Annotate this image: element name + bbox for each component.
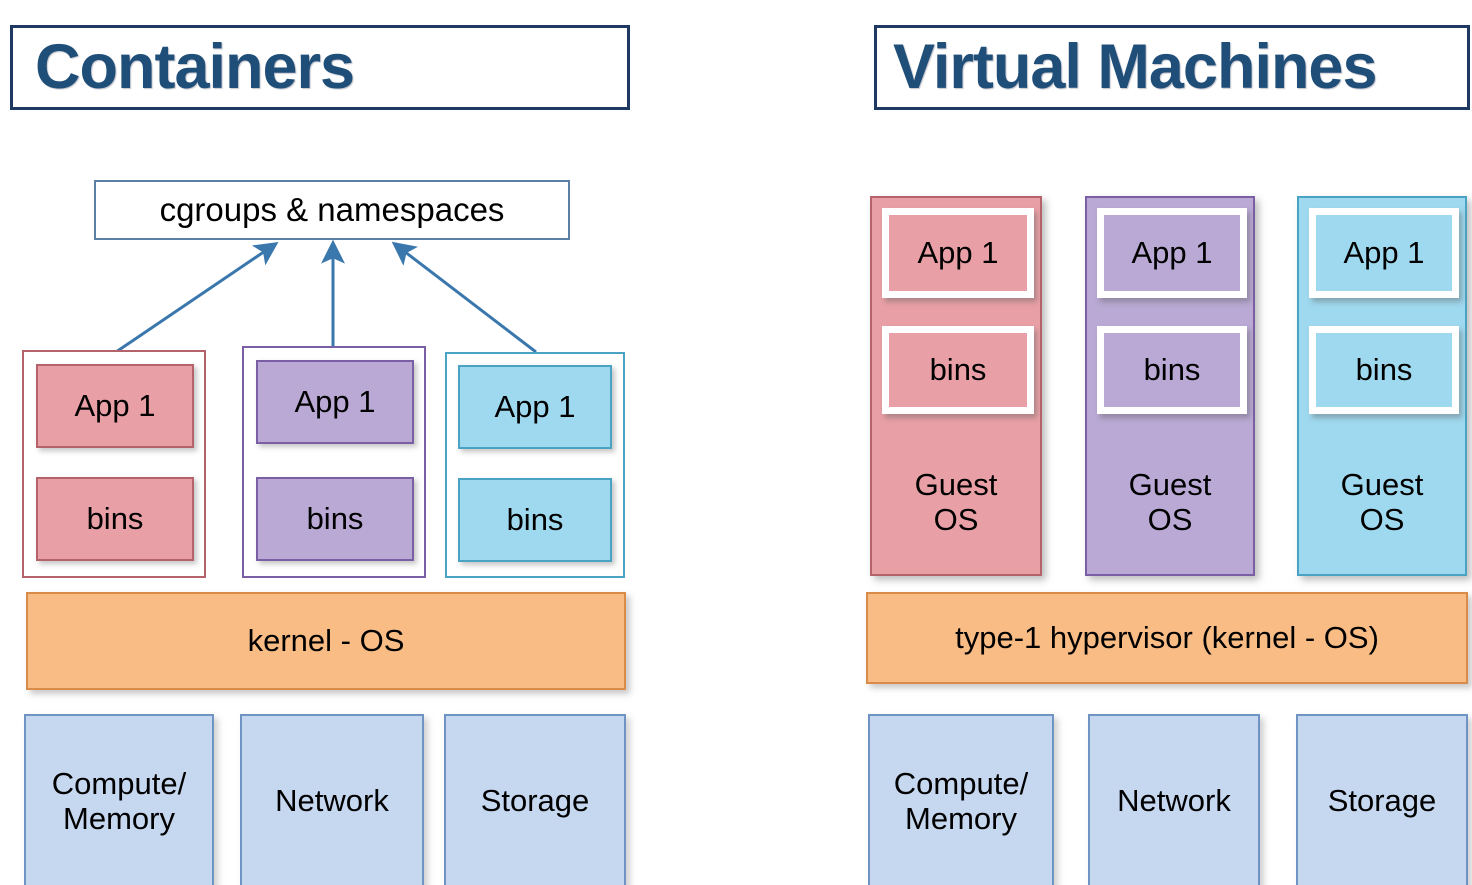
hypervisor-bar: type-1 hypervisor (kernel - OS) — [866, 592, 1468, 684]
vm-2-bins-label: bins — [1143, 351, 1201, 387]
vm-1-app-box: App 1 — [882, 208, 1034, 298]
cgroups-namespaces-box: cgroups & namespaces — [94, 180, 570, 240]
vm-2-guest-os: Guest OS — [1087, 448, 1253, 558]
vm-1-bins-label: bins — [929, 351, 987, 387]
cgroups-namespaces-label: cgroups & namespaces — [159, 191, 505, 228]
left-storage-box: Storage — [444, 714, 626, 885]
virtual-machines-title-box: Virtual Machines — [874, 25, 1470, 110]
vm-3-bins-box: bins — [1309, 326, 1459, 414]
vm-1: App 1 bins Guest OS — [870, 196, 1042, 576]
container-2: App 1 bins — [242, 346, 426, 578]
right-compute-memory-box: Compute/ Memory — [868, 714, 1054, 885]
vm-2-guest-os-label: Guest OS — [1128, 467, 1212, 537]
container-2-app-label: App 1 — [294, 383, 376, 419]
container-3: App 1 bins — [445, 352, 625, 578]
left-compute-memory-box: Compute/ Memory — [24, 714, 214, 885]
right-compute-memory-label: Compute/ Memory — [893, 765, 1029, 836]
containers-title-text: Containers — [35, 32, 355, 102]
vm-2-app-label: App 1 — [1131, 234, 1213, 270]
kernel-os-label: kernel - OS — [247, 622, 405, 658]
right-network-box: Network — [1088, 714, 1260, 885]
container-1-bins-label: bins — [86, 500, 144, 536]
containers-title-box: Containers — [10, 25, 630, 110]
left-network-box: Network — [240, 714, 424, 885]
container-1-app-box: App 1 — [36, 364, 194, 448]
left-storage-label: Storage — [480, 783, 590, 819]
vm-3: App 1 bins Guest OS — [1297, 196, 1467, 576]
container-1: App 1 bins — [22, 350, 206, 578]
vm-3-app-box: App 1 — [1309, 208, 1459, 298]
kernel-os-bar: kernel - OS — [26, 592, 626, 690]
vm-3-guest-os: Guest OS — [1299, 448, 1465, 558]
right-storage-box: Storage — [1296, 714, 1468, 885]
vm-1-guest-os: Guest OS — [872, 448, 1040, 558]
vm-2-app-box: App 1 — [1097, 208, 1247, 298]
left-network-label: Network — [275, 783, 389, 819]
vm-3-app-label: App 1 — [1343, 234, 1425, 270]
arrow-left-container — [115, 241, 279, 354]
container-2-bins-box: bins — [256, 477, 414, 561]
container-1-app-label: App 1 — [74, 387, 156, 423]
right-network-label: Network — [1117, 783, 1231, 819]
vm-1-guest-os-label: Guest OS — [914, 467, 998, 537]
vm-2-bins-box: bins — [1097, 326, 1247, 414]
container-3-bins-box: bins — [458, 478, 612, 562]
vm-2: App 1 bins Guest OS — [1085, 196, 1255, 576]
container-3-bins-label: bins — [506, 501, 564, 537]
vm-3-bins-label: bins — [1355, 351, 1413, 387]
container-2-bins-label: bins — [306, 500, 364, 536]
container-3-app-label: App 1 — [494, 388, 576, 424]
right-storage-label: Storage — [1327, 783, 1437, 819]
virtual-machines-title-text: Virtual Machines — [893, 32, 1378, 102]
container-2-app-box: App 1 — [256, 360, 414, 444]
vm-1-app-label: App 1 — [917, 234, 999, 270]
vm-1-bins-box: bins — [882, 326, 1034, 414]
container-1-bins-box: bins — [36, 477, 194, 561]
left-compute-memory-label: Compute/ Memory — [51, 765, 187, 836]
container-3-app-box: App 1 — [458, 365, 612, 449]
arrow-right-container — [391, 241, 537, 354]
vm-3-guest-os-label: Guest OS — [1340, 467, 1424, 537]
hypervisor-label: type-1 hypervisor (kernel - OS) — [955, 619, 1379, 655]
